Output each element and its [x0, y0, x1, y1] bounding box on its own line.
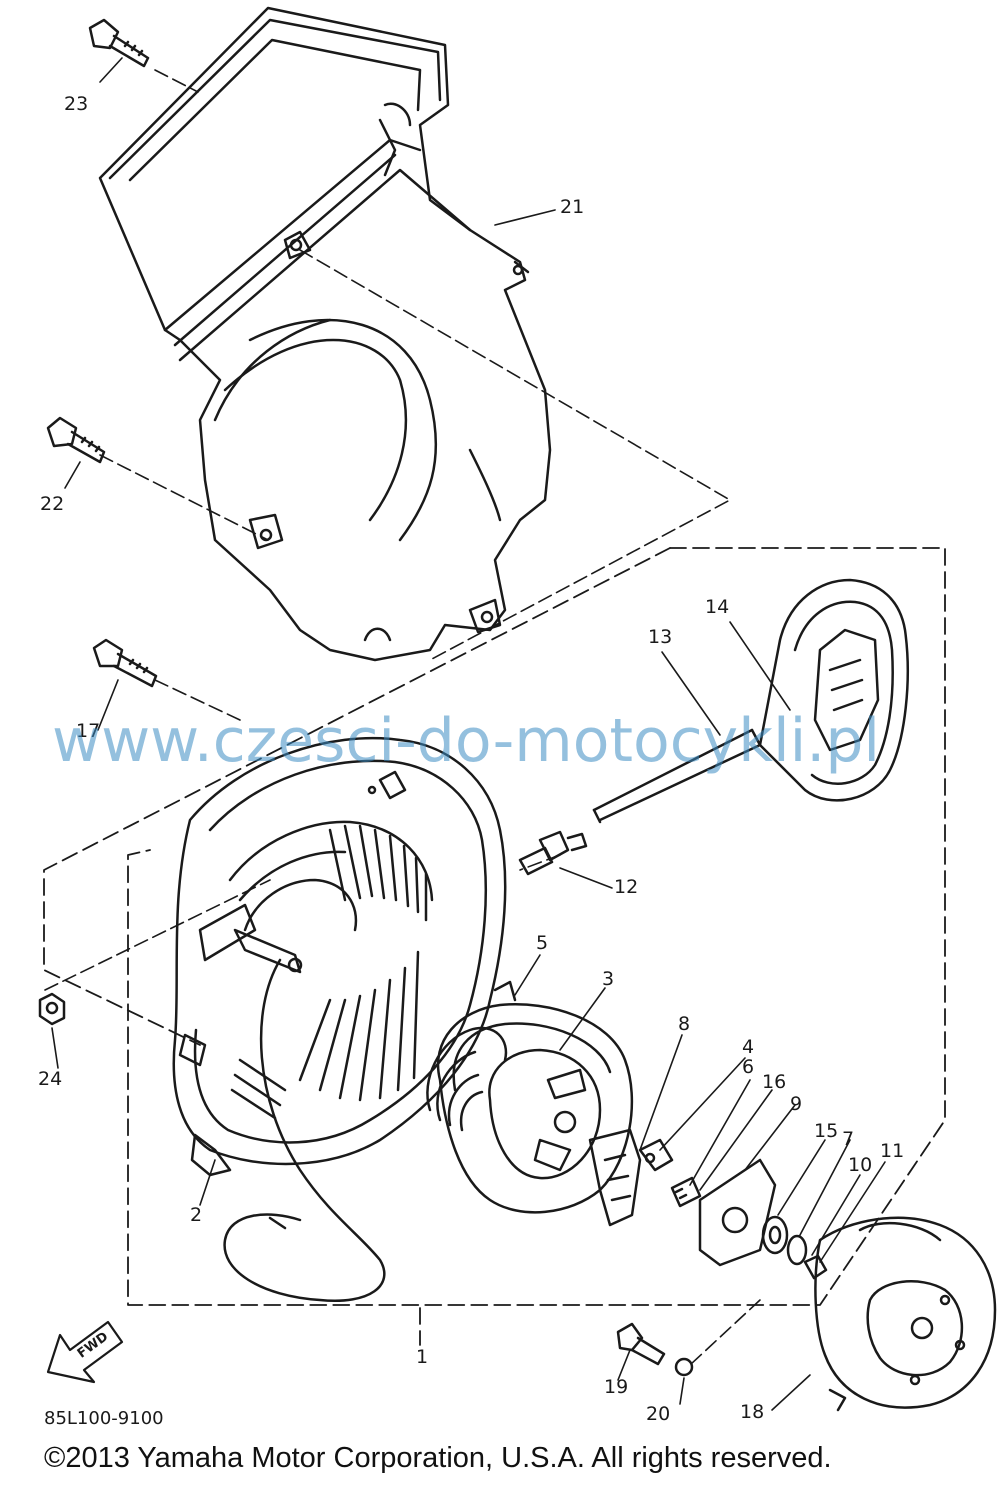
guide-plate-part-9 — [698, 1158, 777, 1267]
watermark-url: www.czesci-do-motocykli.pl — [52, 706, 881, 776]
callout-17: 17 — [76, 720, 101, 742]
reel-part-3 — [436, 1003, 634, 1214]
air-shroud-part-21 — [98, 6, 552, 662]
callout-21: 21 — [560, 196, 585, 218]
callout-8: 8 — [678, 1013, 691, 1035]
callout-3: 3 — [602, 968, 615, 990]
bolt-part-23 — [88, 18, 150, 68]
spring-part-5 — [426, 980, 517, 1132]
callout-20: 20 — [646, 1403, 671, 1425]
copyright-notice: ©2013 Yamaha Motor Corporation, U.S.A. A… — [44, 1442, 832, 1474]
leader-lines — [51, 57, 886, 1411]
callout-18: 18 — [740, 1401, 765, 1423]
callout-24: 24 — [38, 1068, 63, 1090]
document-number: 85L100-9100 — [44, 1408, 164, 1429]
callout-14: 14 — [705, 596, 730, 618]
bolt-part-19 — [616, 1322, 666, 1366]
forward-direction-arrow — [46, 1320, 124, 1384]
callout-11: 11 — [880, 1140, 905, 1162]
washer-part-15 — [761, 1215, 789, 1255]
pulley-part-18 — [814, 1216, 997, 1412]
callout-5: 5 — [536, 932, 549, 954]
rope-guide-part-12 — [518, 830, 588, 876]
callout-10: 10 — [848, 1154, 873, 1176]
callout-12: 12 — [614, 876, 639, 898]
callout-1: 1 — [416, 1346, 429, 1368]
bolt-part-11 — [803, 1254, 828, 1280]
handle-part-14 — [758, 578, 909, 802]
washer-part-10 — [786, 1234, 808, 1266]
ratchet-part-8 — [588, 1128, 642, 1227]
callout-13: 13 — [648, 626, 673, 648]
bolt-part-22 — [46, 416, 106, 464]
callout-22: 22 — [40, 493, 65, 515]
rope-part-13 — [592, 728, 762, 824]
washer-part-20 — [674, 1357, 694, 1377]
callout-19: 19 — [604, 1376, 629, 1398]
callout-16: 16 — [762, 1071, 787, 1093]
alignment-lines — [44, 69, 761, 1366]
callout-7: 7 — [842, 1128, 855, 1150]
spring-part-6 — [670, 1176, 702, 1208]
callout-15: 15 — [814, 1120, 839, 1142]
callout-9: 9 — [790, 1093, 803, 1115]
callout-2: 2 — [190, 1204, 203, 1226]
callout-6: 6 — [742, 1056, 755, 1078]
nut-part-24 — [38, 992, 66, 1026]
starter-housing-part-2 — [172, 736, 507, 1303]
pawl-part-4 — [638, 1138, 674, 1172]
assembly-boundary — [43, 547, 946, 1346]
callout-4: 4 — [742, 1036, 755, 1058]
callout-23: 23 — [64, 93, 89, 115]
bolt-part-17 — [92, 638, 158, 688]
